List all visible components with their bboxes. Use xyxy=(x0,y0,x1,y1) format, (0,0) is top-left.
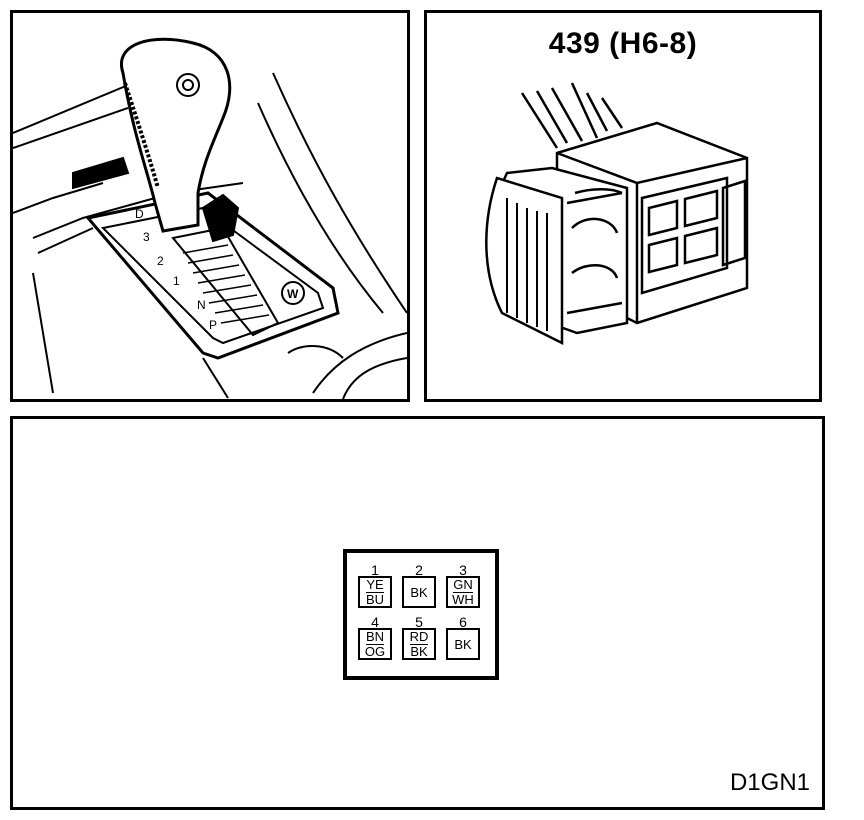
pin-wire-colors: YE BU xyxy=(358,576,392,608)
gate-label: D xyxy=(135,207,144,221)
connector-illustration xyxy=(485,82,749,346)
diagram-code: D1GN1 xyxy=(729,769,810,796)
pin-number: 5 xyxy=(415,614,423,630)
shifter-illustration-panel: W D 3 2 1 N P xyxy=(10,10,410,402)
gate-label: N xyxy=(197,298,206,312)
gear-shifter-illustration: W D 3 2 1 N P xyxy=(13,37,407,399)
wire-color: BK xyxy=(410,584,428,600)
pin-number: 6 xyxy=(459,614,467,630)
wire-color: RD xyxy=(409,629,429,645)
pin-number: 1 xyxy=(371,562,379,578)
pin-number: 2 xyxy=(415,562,423,578)
wire-color: OG xyxy=(364,644,386,659)
wire-color: WH xyxy=(452,592,474,607)
connector-title: 439 (H6-8) xyxy=(548,27,698,60)
pin-wire-colors: BN OG xyxy=(358,628,392,660)
pin-wire-colors: BK xyxy=(402,576,436,608)
pin-number: 4 xyxy=(371,614,379,630)
gate-label: 2 xyxy=(157,254,164,268)
gate-label: 3 xyxy=(143,230,150,244)
connector-illustration-panel: 439 (H6-8) xyxy=(424,10,822,402)
wire-color: BK xyxy=(454,636,472,652)
connector-pinout: 1 YE BU 2 BK 3 GN WH 4 BN OG xyxy=(343,549,499,680)
wire-color: YE xyxy=(366,577,384,593)
wire-color: BU xyxy=(365,592,385,607)
pin-wire-colors: BK xyxy=(446,628,480,660)
svg-text:W: W xyxy=(287,287,299,301)
pin-wire-colors: RD BK xyxy=(402,628,436,660)
wire-color: BN xyxy=(365,629,385,645)
gate-label: P xyxy=(209,318,217,332)
wire-color: GN xyxy=(453,577,473,593)
pin-number: 3 xyxy=(459,562,467,578)
wire-color: BK xyxy=(410,644,428,659)
pin-wire-colors: GN WH xyxy=(446,576,480,608)
gate-label: 1 xyxy=(173,274,180,288)
pinout-panel: 1 YE BU 2 BK 3 GN WH 4 BN OG xyxy=(10,416,825,810)
